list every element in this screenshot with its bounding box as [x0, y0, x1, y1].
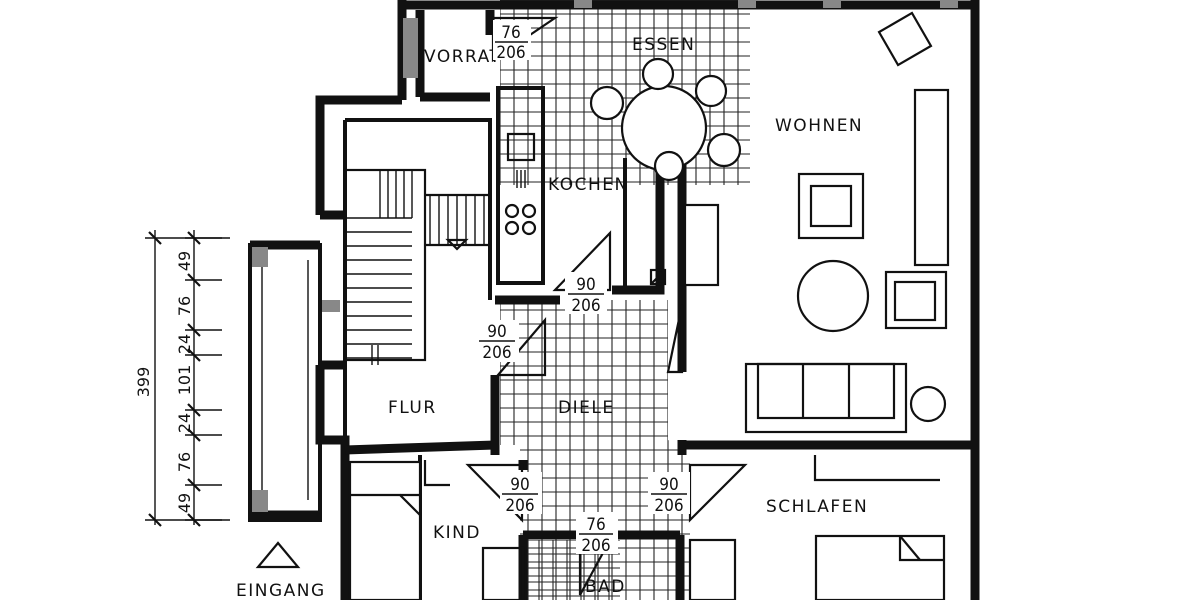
chair — [641, 57, 675, 91]
bedroom-furniture — [688, 455, 946, 600]
door-width: 90 — [487, 322, 506, 342]
door-width: 90 — [576, 275, 595, 295]
living-furniture — [683, 11, 950, 434]
door-width: 76 — [501, 23, 520, 43]
dimension-segment: 49 — [175, 493, 194, 513]
dimension-segment: 76 — [175, 452, 194, 472]
door-height: 206 — [571, 296, 600, 316]
dimension-segment: 24 — [175, 413, 194, 433]
door-dimension-schlafen: 90 206 — [648, 472, 690, 516]
dimension-total: 399 — [134, 367, 153, 398]
dining-set — [589, 57, 742, 182]
armchair — [884, 270, 948, 330]
chair — [653, 150, 685, 182]
door-dimension-bad: 76 206 — [576, 512, 618, 556]
room-label-essen: ESSEN — [632, 35, 695, 55]
door-height: 206 — [482, 343, 511, 363]
kid-room-furniture — [348, 460, 525, 600]
room-label-bad: BAD — [585, 577, 626, 597]
chair — [706, 132, 742, 168]
staircase — [343, 168, 490, 365]
door-height: 206 — [654, 496, 683, 516]
stove — [504, 203, 537, 236]
masonry-hatching — [252, 18, 418, 512]
dimension-segment: 76 — [175, 296, 194, 316]
kid-bed — [348, 460, 422, 600]
door-swing-schlafen — [688, 463, 748, 523]
door-dimension-kochen: 90 206 — [565, 272, 607, 316]
dimension-segment: 101 — [175, 365, 194, 396]
chair — [694, 74, 728, 108]
kitchen-appliances — [504, 132, 667, 286]
sofa — [744, 362, 908, 434]
room-label-kind: KIND — [433, 523, 481, 543]
door-height: 206 — [581, 536, 610, 556]
room-label-diele: DIELE — [558, 398, 615, 418]
door-dimension-vorrat: 76 206 — [493, 20, 531, 63]
door-width: 90 — [510, 475, 529, 495]
door-dimension-flur: 90 206 — [477, 320, 519, 363]
door-width: 76 — [586, 515, 605, 535]
dimension-segment: 49 — [175, 251, 194, 271]
door-width: 90 — [659, 475, 678, 495]
room-label-kochen: KOCHEN — [548, 175, 629, 195]
door-swing-wohnen — [666, 304, 684, 374]
door-swing-flur — [495, 317, 547, 377]
room-label-schlafen: SCHLAFEN — [766, 497, 868, 517]
left-dimension-chain: 399 49 76 24 101 24 76 49 — [134, 230, 230, 527]
room-label-wohnen: WOHNEN — [775, 116, 863, 136]
plant-stand — [877, 11, 933, 67]
sink — [506, 132, 536, 162]
bed — [814, 534, 946, 600]
sideboard — [683, 203, 720, 287]
door-height: 206 — [505, 496, 534, 516]
dimension-segment: 24 — [175, 334, 194, 354]
cabinet — [913, 88, 950, 267]
room-label-vorrat: VORRAT — [424, 47, 501, 67]
room-label-flur: FLUR — [388, 398, 437, 418]
door-dimension-kind: 90 206 — [500, 472, 542, 516]
door-height: 206 — [496, 43, 525, 63]
side-table — [909, 385, 947, 423]
entrance-arrow-icon — [255, 541, 301, 569]
top-windows — [574, 0, 958, 8]
armchair — [797, 172, 865, 240]
chair — [589, 85, 625, 121]
coffee-table — [796, 259, 870, 333]
room-label-eingang: EINGANG — [236, 581, 326, 600]
